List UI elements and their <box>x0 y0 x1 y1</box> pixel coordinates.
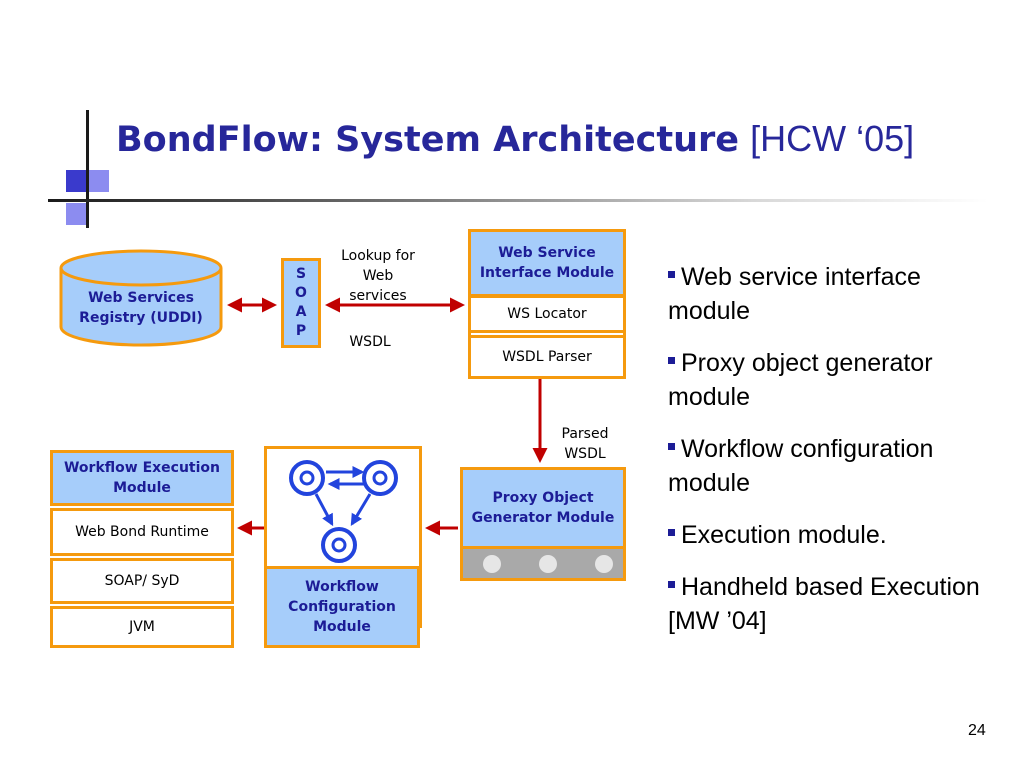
wsdl-label: WSDL <box>349 334 391 350</box>
tray-dot-icon <box>483 555 501 573</box>
slide-title-ref: [HCW ‘05] <box>750 118 915 159</box>
soap-letter: A <box>295 304 307 320</box>
bullet-square-icon <box>668 356 675 364</box>
bullet-item: Execution module. <box>668 518 1008 552</box>
registry-cylinder <box>59 249 223 347</box>
soap-syd: SOAP/ SyD <box>50 558 234 604</box>
soap-letter: P <box>295 323 307 339</box>
ws-locator: WS Locator <box>468 295 626 333</box>
page-number: 24 <box>968 722 986 739</box>
title-horizontal-rule <box>48 199 988 202</box>
lookup-label: Lookup for Web services <box>341 248 415 304</box>
proxy-module: Proxy Object Generator Module <box>460 467 626 549</box>
wsdl-parser: WSDL Parser <box>468 335 626 379</box>
bullet-square-icon <box>668 270 675 278</box>
parsed-wsdl-label: Parsed WSDL <box>561 426 609 462</box>
registry-label: Web Services Registry (UDDI) <box>79 290 203 326</box>
soap-box: S O A P <box>281 258 321 348</box>
soap-letter: O <box>295 285 307 301</box>
bullet-square-icon <box>668 580 675 588</box>
workflow-exec-module: Workflow Execution Module <box>50 450 234 506</box>
slide-title: BondFlow: System Architecture [HCW ‘05] <box>116 118 914 160</box>
bullet-square-icon <box>668 442 675 450</box>
soap-letter: S <box>295 266 307 282</box>
proxy-tray <box>460 549 626 581</box>
title-vertical-rule <box>86 110 89 228</box>
jvm: JVM <box>50 606 234 648</box>
decor-square <box>89 170 109 192</box>
workflow-graph-icon <box>289 460 398 563</box>
bullet-item: Proxy object generator module <box>668 349 933 411</box>
bullet-square-icon <box>668 528 675 536</box>
slide-title-text: BondFlow: System Architecture <box>116 120 740 160</box>
tray-dot-icon <box>595 555 613 573</box>
web-bond-runtime: Web Bond Runtime <box>50 508 234 556</box>
decor-square <box>66 203 86 225</box>
decor-square <box>66 170 86 192</box>
bullet-list: Web service interface module Proxy objec… <box>668 260 1008 656</box>
bullet-item: Workflow configuration module <box>668 435 934 497</box>
workflow-config-module: Workflow Configuration Module <box>264 566 420 648</box>
wsi-module-header: Web Service Interface Module <box>468 229 626 297</box>
bullet-item: Web service interface module <box>668 263 921 325</box>
bullet-item: Handheld based Execution [MW ’04] <box>668 573 980 635</box>
tray-dot-icon <box>539 555 557 573</box>
